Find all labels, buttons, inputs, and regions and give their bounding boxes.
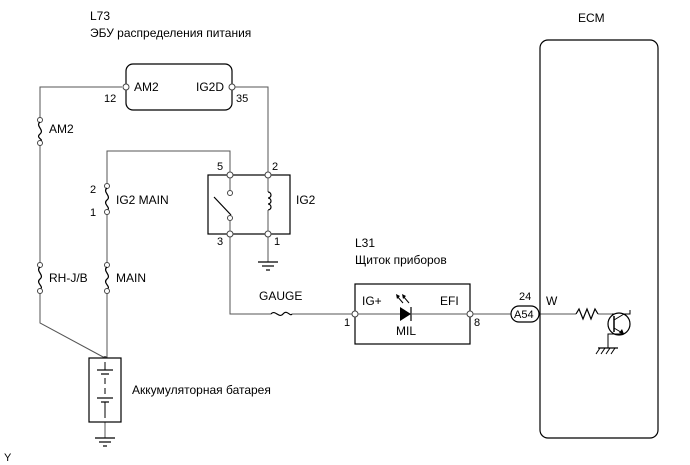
ecm-resistor-icon [575, 307, 599, 321]
battery-cells-icon [97, 362, 113, 418]
cluster-pin-number-1: 1 [344, 317, 350, 329]
relay-ground-icon [258, 261, 278, 271]
relay-pin-2: 2 [272, 161, 278, 173]
power-dist-code: L73 [90, 9, 110, 23]
mil-led-icon [358, 294, 467, 321]
fuse-ig2-main-pin-bottom: 1 [90, 207, 96, 219]
fuse-am2-label: AM2 [49, 122, 74, 136]
terminal-am2 [122, 83, 130, 91]
ecm-box [539, 39, 659, 439]
relay-pin-1: 1 [274, 236, 280, 248]
power-dist-name: ЭБУ распределения питания [90, 26, 251, 40]
ecm-connector-label: A54 [514, 309, 534, 321]
relay-pin-3: 3 [217, 236, 223, 248]
pin-label-am2: AM2 [134, 80, 159, 94]
fuse-ig2-main: 2 1 IG2 MAIN [90, 183, 169, 219]
battery-label: Аккумуляторная батарея [132, 383, 271, 397]
relay-terminal-2 [264, 171, 272, 179]
cluster-name: Щиток приборов [355, 253, 447, 267]
relay-coil-icon [267, 191, 272, 211]
cluster-pin-ig-label: IG+ [362, 294, 382, 308]
ecm: ECM 24 A54 W [510, 11, 659, 439]
ecm-pin-number: 24 [519, 291, 531, 303]
ecm-transistor-icon [607, 310, 631, 348]
fuse-main-icon [104, 266, 110, 290]
fuse-am2: AM2 [37, 117, 74, 146]
relay-pin-5: 5 [217, 161, 223, 173]
ig2-relay: IG2 5 2 3 1 [207, 161, 316, 248]
fuse-gauge: GAUGE [259, 289, 302, 317]
wires [39, 86, 612, 438]
fuse-main-label: MAIN [116, 271, 146, 285]
ecm-wire-color: W [546, 294, 558, 308]
relay-switch-icon [213, 196, 232, 216]
pin-number-35: 35 [236, 93, 248, 105]
fuse-ig2-main-label: IG2 MAIN [116, 193, 169, 207]
fuse-rh-jb: RH-J/B [37, 262, 88, 294]
relay-terminal-3 [226, 230, 234, 238]
fuse-gauge-icon [270, 311, 293, 317]
fuse-gauge-label: GAUGE [259, 289, 302, 303]
cluster-pin-number-8: 8 [474, 317, 480, 329]
fuse-main: MAIN [104, 262, 146, 294]
battery-ground-icon [95, 437, 115, 447]
fuse-am2-icon [37, 121, 43, 142]
cluster-code: L31 [355, 236, 375, 250]
pin-number-12: 12 [104, 93, 116, 105]
fuse-rh-jb-icon [37, 266, 43, 290]
ecm-ground-icon [595, 347, 618, 355]
mil-label: MIL [396, 324, 416, 338]
relay-terminal-1 [264, 230, 272, 238]
relay-label: IG2 [296, 193, 316, 207]
battery: Аккумуляторная батарея [88, 356, 271, 423]
cluster-terminal-efi [466, 310, 474, 318]
relay-terminal-5 [226, 171, 234, 179]
terminal-ig2d [228, 83, 236, 91]
cluster-pin-efi-label: EFI [440, 294, 459, 308]
cluster-terminal-ig [351, 310, 359, 318]
pin-label-ig2d: IG2D [196, 80, 224, 94]
fuse-ig2-main-pin-top: 2 [90, 184, 96, 196]
fuse-ig2-main-icon [104, 187, 110, 211]
fuse-rh-jb-label: RH-J/B [49, 271, 88, 285]
power-distribution-ecu: L73 ЭБУ распределения питания AM2 IG2D 1… [90, 9, 251, 111]
instrument-cluster: L31 Щиток приборов IG+ EFI 1 8 MIL [344, 236, 480, 345]
corner-mark: Y [4, 452, 12, 464]
ecm-label: ECM [578, 11, 605, 25]
ecm-connector-badge [510, 305, 540, 323]
